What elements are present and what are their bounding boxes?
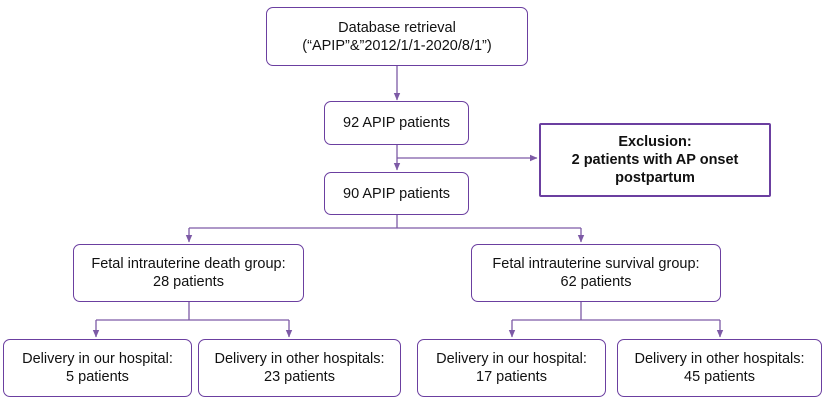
- edge-death-branch: [96, 302, 289, 321]
- node-90-patients: 90 APIP patients: [324, 172, 469, 215]
- node-death-our-hospital-line1: Delivery in our hospital:: [22, 351, 173, 367]
- node-exclusion-line3: postpartum: [615, 170, 695, 186]
- node-survival-group-line1: Fetal intrauterine survival group:: [492, 256, 700, 272]
- node-survival-our-hospital: Delivery in our hospital: 17 patients: [417, 339, 606, 397]
- node-death-our-hospital-line2: 5 patients: [66, 369, 129, 385]
- node-death-other-hospitals-line1: Delivery in other hospitals:: [214, 351, 385, 367]
- node-survival-other-hospitals: Delivery in other hospitals: 45 patients: [617, 339, 822, 397]
- node-database-retrieval-line2: (“APIP”&”2012/1/1-2020/8/1”): [302, 37, 492, 54]
- node-database-retrieval-line1: Database retrieval: [338, 19, 456, 36]
- node-90-patients-label: 90 APIP patients: [343, 185, 450, 202]
- node-death-group-line2: 28 patients: [153, 274, 224, 290]
- node-survival-other-hospitals-line2: 45 patients: [684, 369, 755, 385]
- node-92-patients: 92 APIP patients: [324, 101, 469, 145]
- node-92-patients-label: 92 APIP patients: [343, 115, 450, 131]
- node-survival-our-hospital-line1: Delivery in our hospital:: [436, 351, 587, 367]
- node-survival-our-hospital-line2: 17 patients: [476, 369, 547, 385]
- node-death-other-hospitals-line2: 23 patients: [264, 369, 335, 385]
- node-survival-other-hospitals-line1: Delivery in other hospitals:: [634, 351, 805, 367]
- node-death-other-hospitals: Delivery in other hospitals: 23 patients: [198, 339, 401, 397]
- node-exclusion: Exclusion: 2 patients with AP onset post…: [539, 123, 771, 197]
- node-survival-group-line2: 62 patients: [560, 274, 632, 290]
- node-database-retrieval: Database retrieval (“APIP”&”2012/1/1-202…: [266, 7, 528, 66]
- node-death-group-line1: Fetal intrauterine death group:: [91, 256, 286, 272]
- node-exclusion-line2: 2 patients with AP onset: [571, 152, 739, 168]
- node-death-our-hospital: Delivery in our hospital: 5 patients: [3, 339, 192, 397]
- edge-90-to-groups: [189, 215, 581, 229]
- node-death-group: Fetal intrauterine death group: 28 patie…: [73, 244, 304, 302]
- edge-survival-branch: [512, 302, 720, 321]
- node-exclusion-line1: Exclusion:: [618, 134, 692, 150]
- node-survival-group: Fetal intrauterine survival group: 62 pa…: [471, 244, 721, 302]
